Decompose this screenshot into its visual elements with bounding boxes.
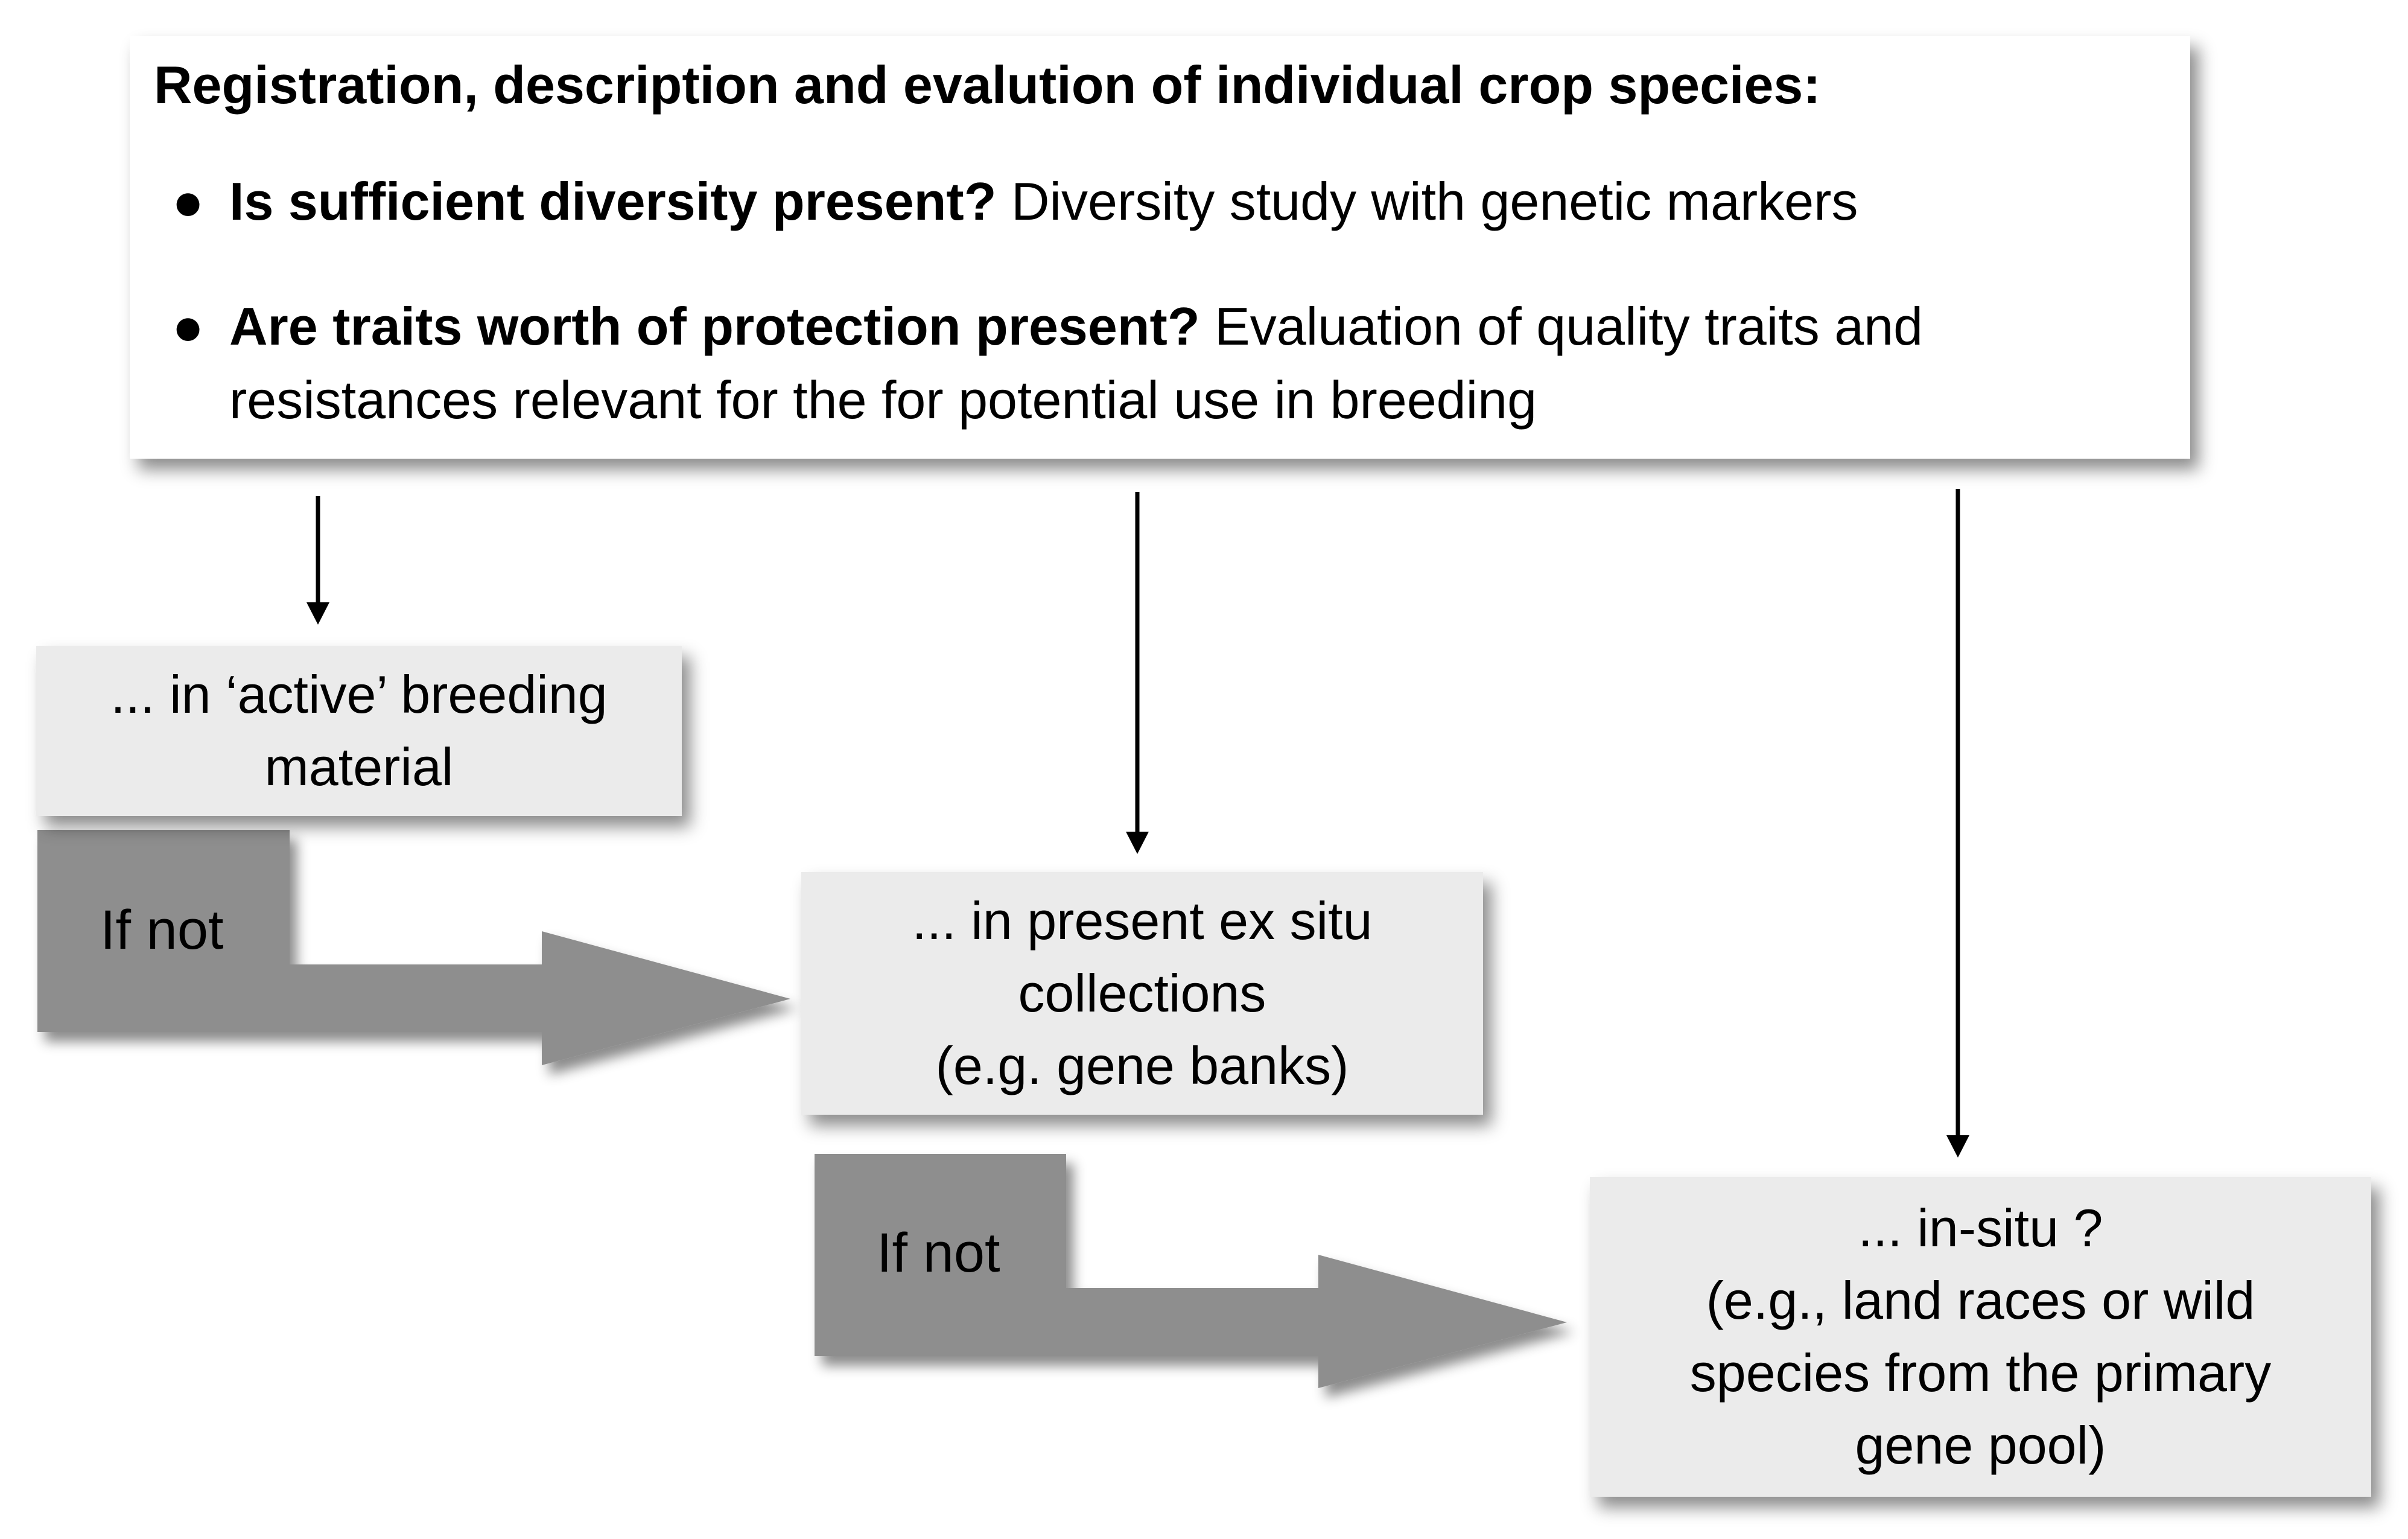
if-not-label-1: If not <box>100 899 224 961</box>
bullet-dot: ● <box>172 171 205 232</box>
box-exsitu-line: collections <box>1018 963 1266 1023</box>
box-exsitu-line: ... in present ex situ <box>912 891 1373 951</box>
connector-arrow-insitu <box>1946 489 1969 1158</box>
if-not-label-2: If not <box>877 1222 1000 1284</box>
if-not-arrow-2 <box>815 1154 1567 1388</box>
connector-arrow-exsitu <box>1126 492 1149 854</box>
box-insitu-line: species from the primary <box>1689 1343 2272 1403</box>
box-insitu-line: gene pool) <box>1855 1415 2106 1475</box>
box-exsitu-line: (e.g. gene banks) <box>935 1036 1349 1095</box>
top-heading: Registration, description and evalution … <box>154 55 1821 115</box>
box-active-line: material <box>264 737 454 797</box>
box-active-line: ... in ‘active’ breeding <box>110 664 608 724</box>
bullet-diversity-question: Is sufficient diversity present? <box>229 171 997 232</box>
bullet-traits-detail: Evaluation of quality traits and resista… <box>229 296 1924 430</box>
bullet-traits: ● Are traits worth of protection present… <box>154 290 2166 437</box>
if-not-arrow-1 <box>37 830 790 1065</box>
bullet-diversity-detail: Diversity study with genetic markers <box>996 171 1858 232</box>
box-ex-situ-collections: ... in present ex situ collections (e.g.… <box>801 872 1483 1115</box>
top-info-box: Registration, description and evalution … <box>130 36 2190 459</box>
box-insitu-line: ... in-situ ? <box>1858 1198 2103 1258</box>
bullet-traits-question: Are traits worth of protection present? <box>229 296 1200 357</box>
box-active-breeding: ... in ‘active’ breeding material <box>36 646 682 816</box>
connector-arrow-active <box>307 496 329 625</box>
box-insitu-line: (e.g., land races or wild <box>1706 1270 2255 1330</box>
box-in-situ: ... in-situ ? (e.g., land races or wild … <box>1590 1177 2371 1497</box>
bullet-diversity: ● Is sufficient diversity present? Diver… <box>154 165 2166 238</box>
bullet-dot: ● <box>172 296 205 357</box>
